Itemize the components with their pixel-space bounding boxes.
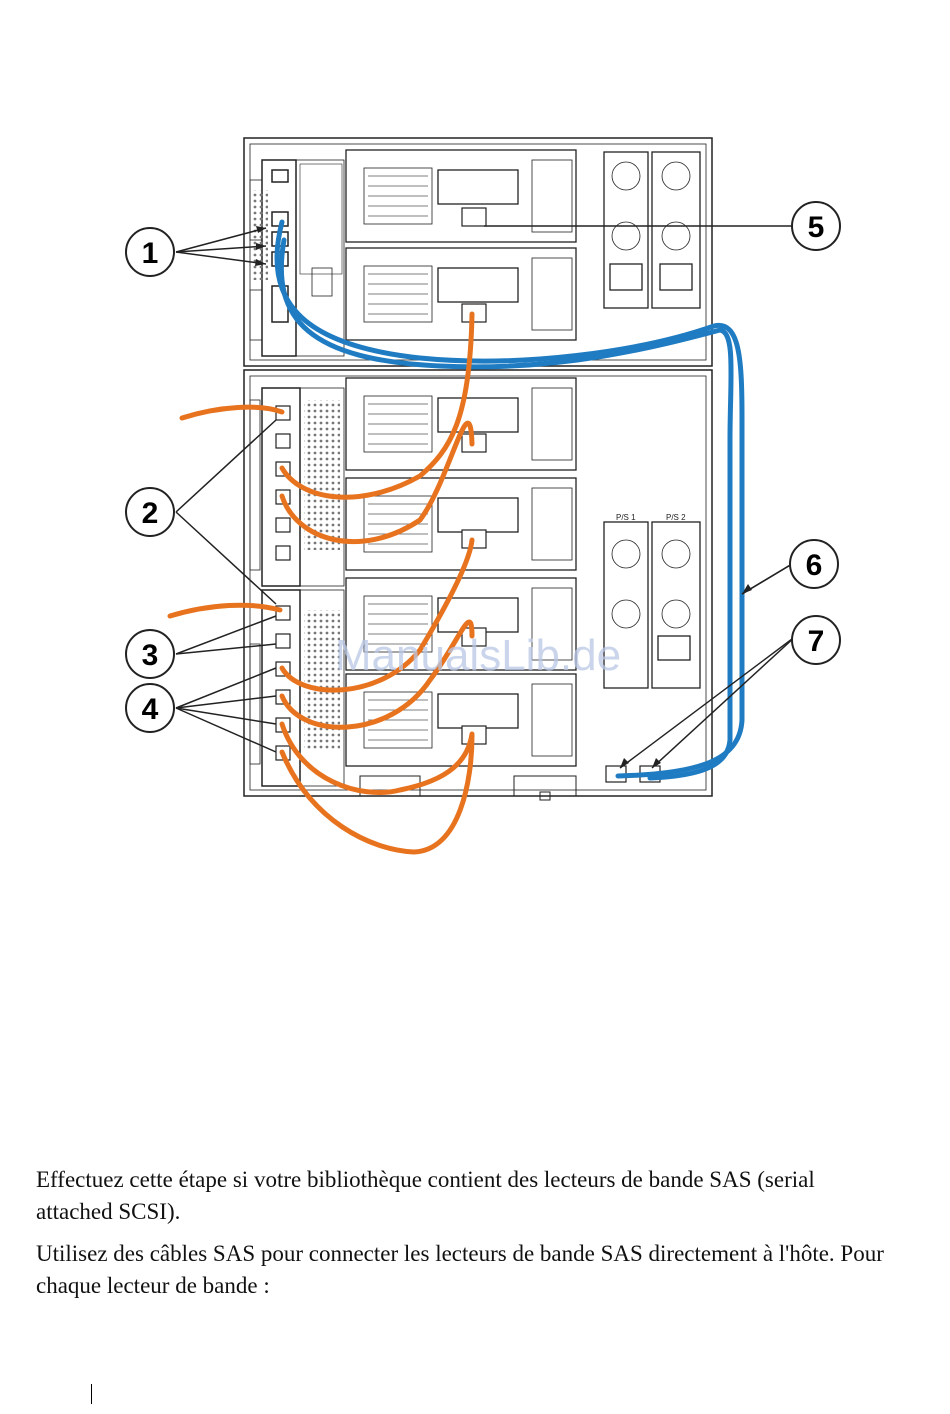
instruction-paragraph-2: Utilisez des câbles SAS pour connecter l… — [36, 1238, 896, 1302]
callout-4: 4 — [126, 684, 174, 732]
controller-grill — [252, 190, 268, 280]
callout-2: 2 — [126, 488, 174, 536]
callout-2-label: 2 — [142, 497, 159, 530]
callout-1-label: 1 — [142, 237, 159, 270]
callout-1: 1 — [126, 228, 174, 276]
callout-4-label: 4 — [142, 693, 159, 726]
psu-1-label: P/S 1 — [616, 513, 636, 522]
callout-7-label: 7 — [808, 625, 825, 658]
sas-cables — [170, 314, 472, 852]
callout-5: 5 — [792, 202, 840, 250]
watermark: ManualsLib.de — [335, 631, 621, 680]
library-cabling-diagram: P/S 1 P/S 2 — [0, 0, 950, 900]
instruction-paragraph-1: Effectuez cette étape si votre bibliothè… — [36, 1164, 896, 1228]
callout-5-label: 5 — [808, 211, 825, 244]
callout-3-label: 3 — [142, 639, 159, 672]
callout-3: 3 — [126, 630, 174, 678]
page-footer-bar — [91, 1384, 92, 1404]
control-module-chassis — [244, 138, 712, 366]
psu-2-label: P/S 2 — [666, 513, 686, 522]
power-supplies-upper — [604, 152, 700, 308]
callout-6-label: 6 — [806, 549, 823, 582]
callout-6: 6 — [790, 540, 838, 588]
callout-7: 7 — [792, 616, 840, 664]
